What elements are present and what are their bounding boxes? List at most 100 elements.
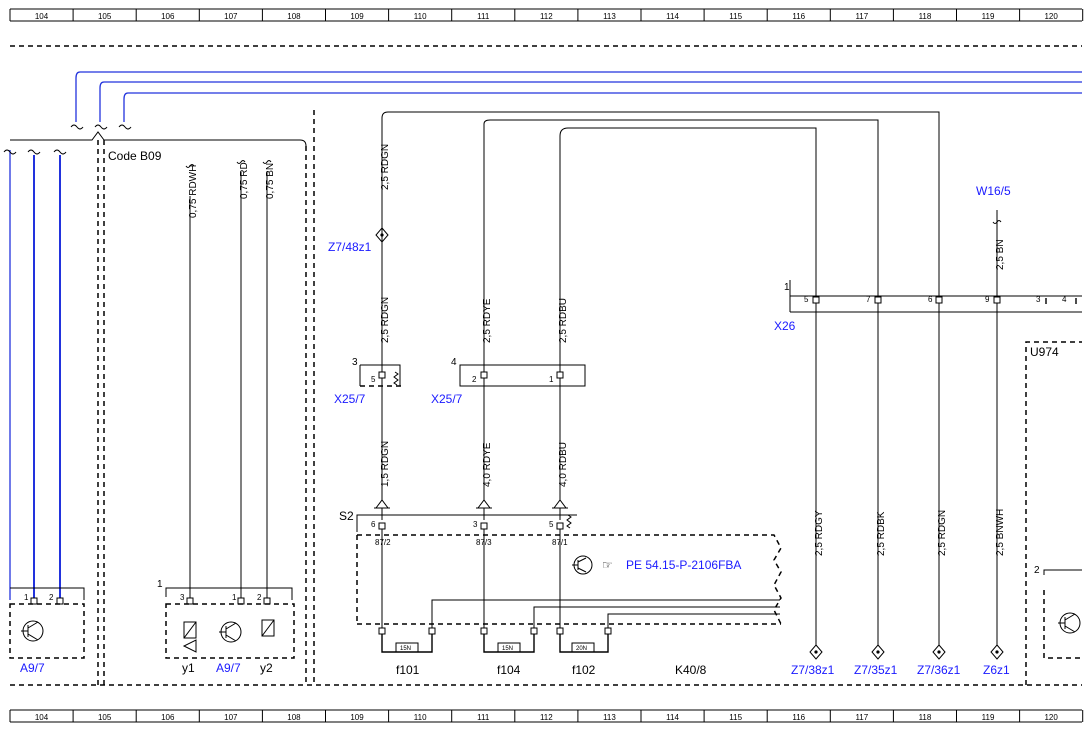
pe-reference-link[interactable]: PE 54.15-P-2106FBA	[626, 558, 741, 572]
ruler-cell-label: 106	[161, 713, 175, 722]
pin-label: 4	[451, 357, 457, 368]
x25-7-left-label[interactable]: X25/7	[334, 392, 366, 406]
pin-label: 2	[257, 593, 262, 602]
ruler-cell-label: 114	[666, 12, 679, 21]
pin-label: 5	[549, 520, 554, 529]
wire-label-rdye: 2,5 RDYE	[482, 298, 493, 343]
f102-label: f102	[572, 663, 596, 677]
code-b09-section	[165, 160, 295, 659]
ruler-cell-label: 108	[287, 12, 301, 21]
x25-7-right-label[interactable]: X25/7	[431, 392, 463, 406]
wire-label-rdgn-mid: 2,5 RDGN	[380, 297, 391, 343]
hand-pointer-icon: ☞	[602, 558, 613, 572]
wire-label-bn: 0,75 BN	[265, 163, 276, 199]
ruler-cell-label: 104	[35, 713, 49, 722]
ruler-cell-label: 110	[414, 713, 427, 722]
ruler-cell-label: 120	[1044, 12, 1058, 21]
wire-label-rd: 0,75 RD	[239, 162, 250, 199]
ruler-cell-label: 112	[540, 12, 553, 21]
ruler-cell-label: 114	[666, 713, 679, 722]
pin-label: 2	[49, 593, 54, 602]
f101-label: f101	[396, 663, 420, 677]
wire-label-rdye-40: 4,0 RDYE	[482, 442, 493, 487]
ruler-cell-label: 119	[982, 713, 995, 722]
wire-label-bn-w16: 2,5 BN	[995, 239, 1006, 270]
ruler-cell-label: 115	[729, 713, 742, 722]
ruler-cell-label: 116	[792, 713, 805, 722]
pin-label: 3	[352, 357, 358, 368]
pin-label: 1	[24, 593, 29, 602]
pin-label: 87/3	[476, 538, 492, 547]
blue-bus-lines	[70, 71, 1082, 130]
z7-38z1-label[interactable]: Z7/38z1	[791, 663, 835, 677]
ruler-cell-label: 110	[414, 12, 427, 21]
center-wiring	[356, 111, 940, 653]
u974-label: U974	[1030, 345, 1059, 359]
wire-label-rdgy: 2,5 RDGY	[814, 510, 825, 556]
s2-label: S2	[339, 509, 354, 523]
w16-5-label[interactable]: W16/5	[976, 184, 1011, 198]
ruler-cell-label: 117	[855, 12, 868, 21]
a9-7-label[interactable]: A9/7	[216, 661, 241, 675]
fuse-rating: 15N	[502, 646, 513, 652]
ruler-cell-label: 120	[1044, 713, 1058, 722]
ruler-cell-label: 118	[919, 12, 932, 21]
ruler-cell-label: 116	[792, 12, 805, 21]
pin-label: 1	[549, 375, 554, 384]
ruler-cell-label: 107	[224, 713, 238, 722]
left-region	[3, 110, 315, 685]
wire-label-rdgn-36: 2,5 RDGN	[937, 510, 948, 556]
wire-labels: 0,75 RDWH 0,75 RD 0,75 BN 2,5 RDGN 2,5 R…	[188, 144, 1006, 556]
pin-label: 3	[180, 593, 185, 602]
ruler-cell-label: 111	[477, 12, 490, 21]
pin-label: 9	[985, 295, 990, 304]
fuse-ratings: 15N 15N 20N	[400, 646, 587, 652]
right-section	[789, 210, 1082, 685]
fuse-rating: 20N	[576, 646, 587, 652]
ruler-cell-label: 105	[98, 12, 112, 21]
pin-label: 6	[371, 520, 376, 529]
labels: Code B09 A9/7 y1 A9/7 y2 Z7/48z1 X25/7 X…	[20, 149, 1059, 677]
a9-7-left-label[interactable]: A9/7	[20, 661, 45, 675]
ruler-cell-label: 118	[919, 713, 932, 722]
ruler-cell-label: 108	[287, 713, 301, 722]
wire-label-rdwh: 0,75 RDWH	[188, 165, 199, 218]
pin-label: 3	[1036, 295, 1041, 304]
pin-label: 87/2	[375, 538, 391, 547]
x26-label[interactable]: X26	[774, 319, 796, 333]
pin-label: 6	[928, 295, 933, 304]
pin-label: 1	[232, 593, 237, 602]
z6z1-label[interactable]: Z6z1	[983, 663, 1010, 677]
wire-label-bnwh: 2,5 BNWH	[995, 509, 1006, 556]
ruler-cell-label: 105	[98, 713, 112, 722]
z7-48z1-label[interactable]: Z7/48z1	[328, 240, 372, 254]
z7-36z1-label[interactable]: Z7/36z1	[917, 663, 961, 677]
wire-label-rdgn-top: 2,5 RDGN	[380, 144, 391, 190]
ruler-cell-label: 109	[350, 12, 364, 21]
code-b09-label: Code B09	[108, 149, 162, 163]
wire-label-rdbk: 2,5 RDBK	[876, 511, 887, 556]
ruler-cell-label: 115	[729, 12, 742, 21]
z7-35z1-label[interactable]: Z7/35z1	[854, 663, 898, 677]
pin-label: 2	[1034, 565, 1040, 576]
pin-label: 5	[804, 295, 809, 304]
pin-label: 1	[784, 282, 790, 293]
ruler-cell-label: 109	[350, 713, 364, 722]
pin-label: 2	[472, 375, 477, 384]
ruler-cell-label: 117	[855, 713, 868, 722]
pin-label: 4	[1062, 295, 1067, 304]
pin-label: 87/1	[552, 538, 568, 547]
y1-label: y1	[182, 661, 195, 675]
pin-label: 7	[866, 295, 871, 304]
pin-label: 3	[473, 520, 478, 529]
fuse-rating: 15N	[400, 646, 411, 652]
pin-labels: 1 2 1 3 1 2 3 5 4 2 1 6 3 5 87/2 87/3 87…	[24, 282, 1067, 602]
wire-label-rdbu: 2,5 RDBU	[558, 298, 569, 343]
f104-label: f104	[497, 663, 521, 677]
ruler-cell-label: 104	[35, 12, 49, 21]
wire-label-rdgn-15: 1,5 RDGN	[380, 441, 391, 487]
ruler-cell-label: 119	[982, 12, 995, 21]
